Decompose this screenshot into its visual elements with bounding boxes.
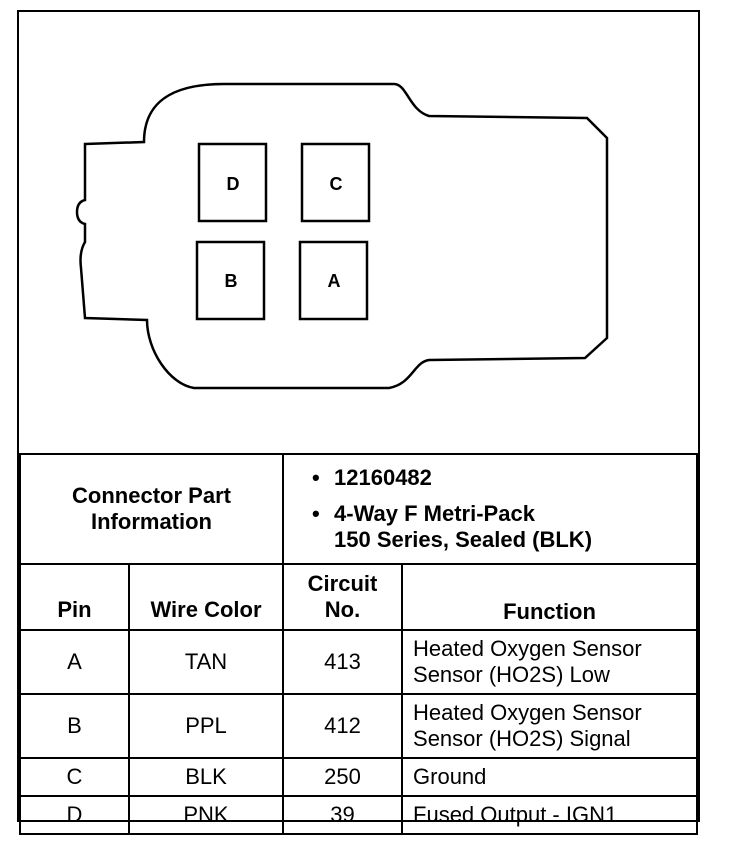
cell-text: Sensor (HO2S) Signal bbox=[413, 726, 631, 751]
part-info-label: Connector Part Information bbox=[18, 453, 285, 565]
table-cell: 413 bbox=[282, 629, 404, 695]
pin-cavity-label: C bbox=[330, 174, 343, 194]
table-cell: TAN bbox=[127, 629, 285, 695]
part-description: • 4-Way F Metri-Pack bbox=[312, 501, 696, 527]
pin-cavity-label: A bbox=[328, 271, 341, 291]
table-row: C BLK 250 Ground bbox=[19, 757, 698, 797]
pin-cavity-label: B bbox=[225, 271, 238, 291]
connector-housing-outline bbox=[75, 82, 609, 390]
cell-text: 12160482 bbox=[334, 465, 432, 490]
part-info-list: • 12160482 • 4-Way F Metri-Pack 150 Series… bbox=[282, 453, 698, 565]
table-cell: Ground bbox=[401, 757, 698, 797]
part-number: • 12160482 bbox=[312, 465, 696, 491]
cell-text: 4-Way F Metri-Pack bbox=[334, 501, 535, 526]
table-cell: 250 bbox=[282, 757, 404, 797]
pin-cavity-label: D bbox=[227, 174, 240, 194]
cell-text: Connector Part bbox=[72, 483, 231, 508]
cell-text: • bbox=[312, 501, 320, 526]
connector-face-diagram: D C B A bbox=[75, 82, 609, 390]
table-cell: A bbox=[19, 629, 130, 695]
table-cell: Fused Output - IGN1 bbox=[401, 795, 698, 835]
table-cell: PPL bbox=[127, 693, 285, 759]
pin-cavity-a: A bbox=[298, 240, 369, 321]
connector-info-table: Connector Part Information • 12160482 • 4-… bbox=[18, 453, 698, 835]
header-wire-color: Wire Color bbox=[127, 563, 285, 631]
cell-text: 150 Series, Sealed (BLK) bbox=[334, 527, 593, 552]
table-cell: 412 bbox=[282, 693, 404, 759]
table-cell: C bbox=[19, 757, 130, 797]
cell-text: Circuit bbox=[307, 571, 378, 596]
table-cell: PNK bbox=[127, 795, 285, 835]
cell-text: Heated Oxygen Sensor bbox=[413, 700, 642, 725]
table-row: D PNK 39 Fused Output - IGN1 bbox=[19, 795, 698, 835]
table-cell: BLK bbox=[127, 757, 285, 797]
header-function: Function bbox=[401, 563, 698, 631]
cell-text: • bbox=[312, 465, 320, 490]
cell-text: Information bbox=[91, 509, 212, 534]
pin-cavity-b: B bbox=[195, 240, 266, 321]
table-cell: B bbox=[19, 693, 130, 759]
header-pin: Pin bbox=[19, 563, 130, 631]
table-cell: D bbox=[19, 795, 130, 835]
cell-text: No. bbox=[324, 597, 361, 622]
pin-cavity-d: D bbox=[197, 142, 268, 223]
table-cell: 39 bbox=[282, 795, 404, 835]
pin-cavity-c: C bbox=[300, 142, 371, 223]
part-info-row: Connector Part Information • 12160482 • 4-… bbox=[18, 453, 698, 565]
cell-text: Heated Oxygen Sensor bbox=[413, 636, 642, 661]
header-circuit: Circuit No. bbox=[282, 563, 404, 631]
connector-info-sheet: D C B A Connector Part Information • 1216… bbox=[17, 10, 700, 835]
cell-text: Sensor (HO2S) Low bbox=[413, 662, 610, 687]
table-header-row: Pin Wire Color Circuit No. Function bbox=[19, 563, 698, 631]
